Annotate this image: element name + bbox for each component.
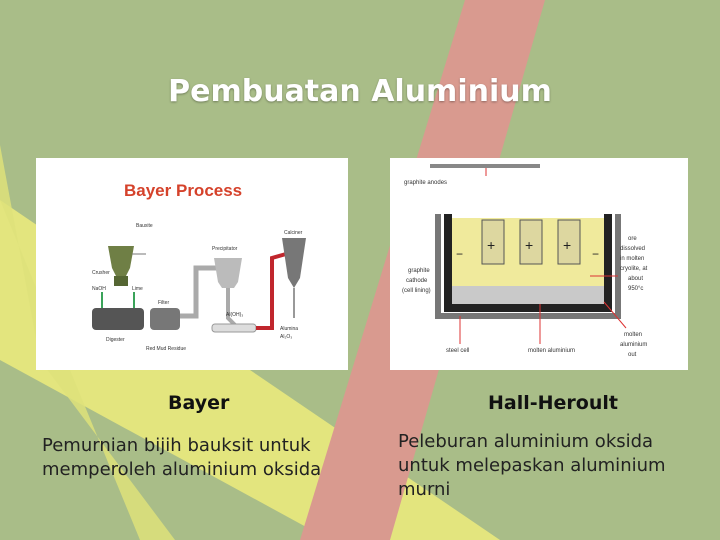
bayer-label-digester: Digester bbox=[106, 337, 125, 343]
hall-label-graphite-anodes: graphite anodes bbox=[404, 180, 447, 186]
hall-label-ore-2: dissolved bbox=[620, 246, 645, 252]
hall-cathode-minus-right: − bbox=[592, 247, 599, 261]
bayer-process-diagram: Bayer Process Bauxite Crusher NaOH Lime … bbox=[36, 158, 348, 370]
hall-cathode-minus-left: − bbox=[456, 247, 463, 261]
hall-heroult-diagram: graphite anodes + + + − − graphite catho… bbox=[390, 158, 688, 370]
bayer-label-calciner: Calciner bbox=[284, 230, 303, 236]
hall-label-ore-3: in molten bbox=[620, 256, 644, 262]
bayer-diagram-title: Bayer Process bbox=[124, 181, 242, 200]
hall-label-ore-1: ore bbox=[628, 236, 637, 242]
hall-label-cell-lining: (cell lining) bbox=[402, 288, 431, 294]
hall-anode-plus-2: + bbox=[525, 237, 533, 253]
hall-anode-plus-1: + bbox=[487, 237, 495, 253]
hall-description-line-2: untuk melepaskan aluminium bbox=[398, 455, 666, 476]
bayer-description: Pemurnian bijih bauksit untuk memperoleh… bbox=[42, 434, 321, 482]
hall-heroult-label: Hall-Heroult bbox=[488, 392, 618, 414]
hall-label-molten-aluminium: molten aluminium bbox=[528, 348, 575, 354]
bayer-label-precipitator: Precipitator bbox=[212, 246, 238, 252]
hall-label-molten-out-2: aluminium bbox=[620, 342, 647, 348]
bayer-label: Bayer bbox=[168, 392, 230, 414]
hall-label-cathode: cathode bbox=[406, 278, 428, 284]
hall-label-ore-6: 950°c bbox=[628, 286, 643, 292]
bayer-description-line-2: memperoleh aluminium oksida bbox=[42, 459, 322, 480]
bayer-label-bauxite: Bauxite bbox=[136, 223, 153, 229]
slide-title: Pembuatan Aluminium bbox=[168, 74, 552, 109]
hall-description-line-1: Peleburan aluminium oksida bbox=[398, 431, 654, 452]
hall-anode-plus-3: + bbox=[563, 237, 571, 253]
hall-label-ore-4: cryolite, at bbox=[620, 266, 648, 272]
bayer-label-filter: Filter bbox=[158, 300, 169, 306]
bayer-label-al2o3: Al₂O₃ bbox=[280, 334, 292, 340]
bayer-description-line-1: Pemurnian bijih bauksit untuk bbox=[42, 435, 311, 456]
hall-label-steel-cell: steel cell bbox=[446, 348, 469, 354]
hall-label-molten-out-1: molten bbox=[624, 332, 642, 338]
bayer-label-crusher: Crusher bbox=[92, 270, 110, 276]
hall-label-molten-out-3: out bbox=[628, 352, 637, 358]
bayer-label-alumina: Alumina bbox=[280, 326, 298, 332]
bayer-label-aloh3: Al(OH)₃ bbox=[226, 312, 243, 318]
bayer-label-naoh: NaOH bbox=[92, 286, 106, 292]
hall-label-graphite: graphite bbox=[408, 268, 430, 274]
bayer-label-red-mud: Red Mud Residue bbox=[146, 346, 186, 352]
hall-label-ore-5: about bbox=[628, 276, 643, 282]
hall-description-line-3: murni bbox=[398, 479, 451, 500]
hall-heroult-description: Peleburan aluminium oksida untuk melepas… bbox=[398, 430, 666, 502]
bayer-label-lime: Lime bbox=[132, 286, 143, 292]
